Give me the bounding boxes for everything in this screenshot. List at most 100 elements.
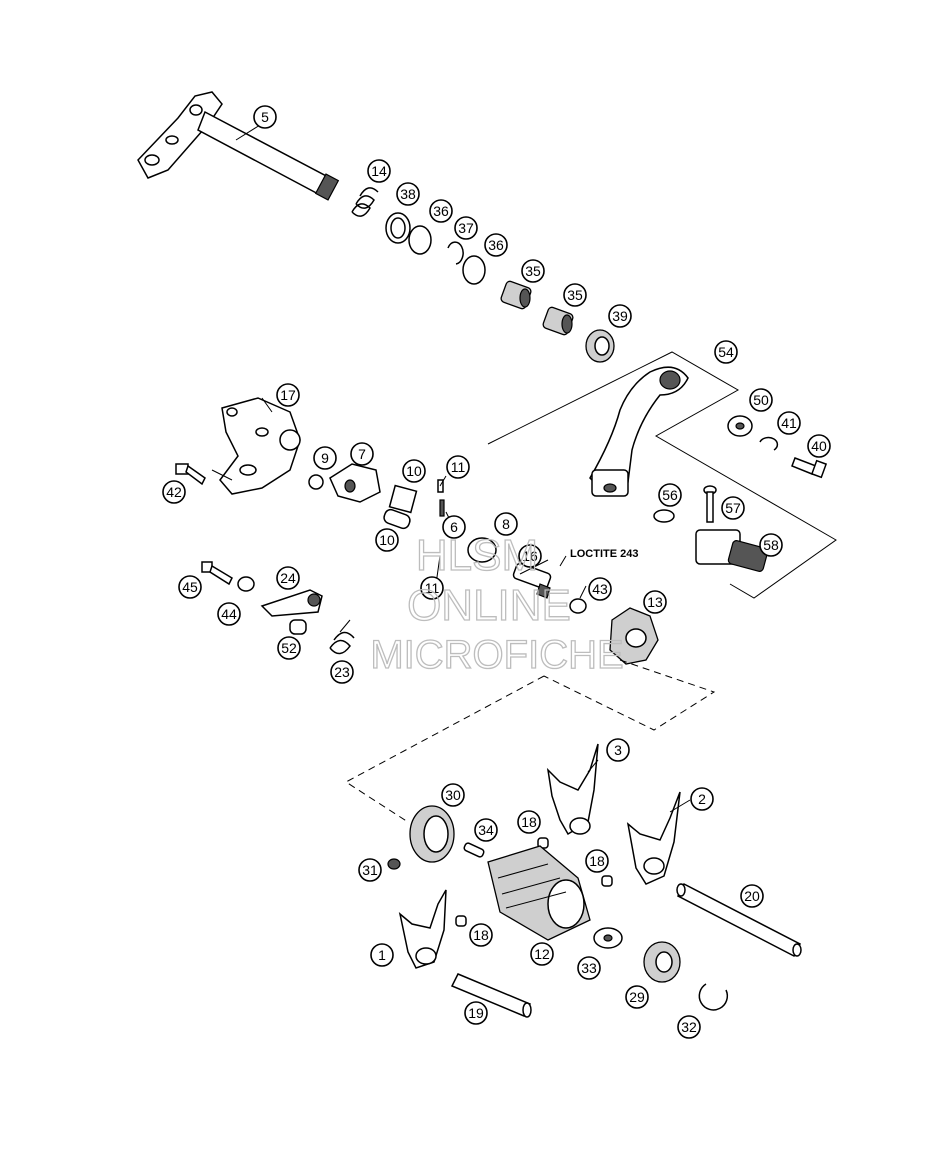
- callout-23: 23: [330, 660, 354, 684]
- callout-16: 16: [518, 544, 542, 568]
- callout-13: 13: [643, 590, 667, 614]
- svg-text:42: 42: [166, 484, 182, 500]
- kick-pedal-part-58: [695, 529, 769, 572]
- svg-text:40: 40: [811, 438, 827, 454]
- svg-text:43: 43: [592, 581, 608, 597]
- bushing-part-52: [289, 619, 307, 635]
- assembly-box-54: [487, 351, 837, 599]
- svg-text:33: 33: [581, 960, 597, 976]
- svg-text:39: 39: [612, 308, 628, 324]
- spring-part-14: [351, 187, 379, 217]
- seal-part-39: [585, 329, 615, 363]
- svg-text:58: 58: [763, 537, 779, 553]
- svg-text:19: 19: [468, 1005, 484, 1021]
- lockwasher-part-41: [759, 436, 779, 451]
- callout-39: 39: [608, 304, 632, 328]
- callout-38: 38: [396, 182, 420, 206]
- svg-text:16: 16: [522, 548, 538, 564]
- svg-text:54: 54: [718, 344, 734, 360]
- callout-12: 12: [530, 942, 554, 966]
- callout-42: 42: [162, 480, 186, 504]
- callout-52: 52: [277, 636, 301, 660]
- svg-text:10: 10: [379, 532, 395, 548]
- callout-32: 32: [677, 1015, 701, 1039]
- callout-56: 56: [658, 483, 682, 507]
- shift-fork-part-1: [398, 889, 447, 969]
- svg-text:23: 23: [334, 664, 350, 680]
- svg-text:20: 20: [744, 888, 760, 904]
- svg-text:57: 57: [725, 500, 741, 516]
- callout-19: 19: [464, 1001, 488, 1025]
- pin-part-34: [463, 842, 485, 858]
- svg-text:12: 12: [534, 946, 550, 962]
- roller-part-18b: [601, 875, 613, 887]
- svg-text:24: 24: [280, 570, 296, 586]
- callout-50: 50: [749, 388, 773, 412]
- svg-text:36: 36: [488, 237, 504, 253]
- svg-text:9: 9: [321, 450, 329, 466]
- callout-3: 3: [606, 738, 630, 762]
- svg-text:17: 17: [280, 387, 296, 403]
- assembly-dashed-line-lower: [345, 675, 545, 823]
- svg-text:35: 35: [525, 263, 541, 279]
- callout-6: 6: [442, 515, 466, 539]
- shaft-part-20: [676, 882, 802, 958]
- callout-5: 5: [253, 105, 277, 129]
- callout-20: 20: [740, 884, 764, 908]
- washer-part-8: [467, 537, 497, 563]
- callout-29: 29: [625, 985, 649, 1009]
- svg-text:56: 56: [662, 487, 678, 503]
- stud-part-16: [512, 562, 552, 599]
- callout-8: 8: [494, 512, 518, 536]
- washer-part-43: [569, 598, 587, 614]
- svg-text:1: 1: [378, 947, 386, 963]
- shift-fork-part-2: [626, 791, 681, 885]
- svg-text:35: 35: [567, 287, 583, 303]
- pin-part-6: [439, 499, 445, 517]
- circlip-part-37: [447, 241, 464, 265]
- callout-11b: 11: [420, 576, 444, 600]
- watermark-line-1: HLSM: [416, 531, 538, 580]
- svg-text:34: 34: [478, 822, 494, 838]
- svg-text:31: 31: [362, 862, 378, 878]
- callout-30: 30: [441, 783, 465, 807]
- svg-text:18: 18: [589, 853, 605, 869]
- callout-10a: 10: [402, 459, 426, 483]
- svg-text:8: 8: [502, 516, 510, 532]
- callout-37: 37: [454, 216, 478, 240]
- callout-10b: 10: [375, 528, 399, 552]
- callout-35a: 35: [521, 259, 545, 283]
- washer-part-44: [237, 576, 255, 592]
- watermark-line-2: ONLINE: [407, 581, 571, 630]
- svg-text:50: 50: [753, 392, 769, 408]
- kick-lever-part-54: [589, 366, 689, 497]
- washer-part-36a: [408, 225, 432, 255]
- callout-17: 17: [276, 383, 300, 407]
- washer-part-33: [593, 927, 623, 949]
- shift-fork-part-3: [546, 743, 599, 836]
- svg-text:52: 52: [281, 640, 297, 656]
- svg-text:5: 5: [261, 109, 269, 125]
- washer-part-36b: [462, 255, 486, 285]
- svg-text:41: 41: [781, 415, 797, 431]
- svg-text:30: 30: [445, 787, 461, 803]
- watermark-line-3: MICROFICHE: [370, 633, 623, 677]
- bolt-part-40: [791, 457, 828, 479]
- callout-18a: 18: [517, 810, 541, 834]
- callout-57: 57: [721, 496, 745, 520]
- bolt-part-42: [175, 463, 206, 486]
- star-wheel-part-13: [609, 607, 659, 665]
- callout-36b: 36: [484, 233, 508, 257]
- shift-shaft-part: [137, 91, 340, 201]
- callout-41: 41: [777, 411, 801, 435]
- svg-text:14: 14: [371, 163, 387, 179]
- svg-text:11: 11: [425, 580, 440, 596]
- svg-text:37: 37: [458, 220, 474, 236]
- svg-text:13: 13: [647, 594, 663, 610]
- callout-54: 54: [714, 340, 738, 364]
- block-part-10a: [388, 484, 418, 514]
- svg-text:10: 10: [406, 463, 422, 479]
- callout-31: 31: [358, 858, 382, 882]
- svg-text:45: 45: [182, 579, 198, 595]
